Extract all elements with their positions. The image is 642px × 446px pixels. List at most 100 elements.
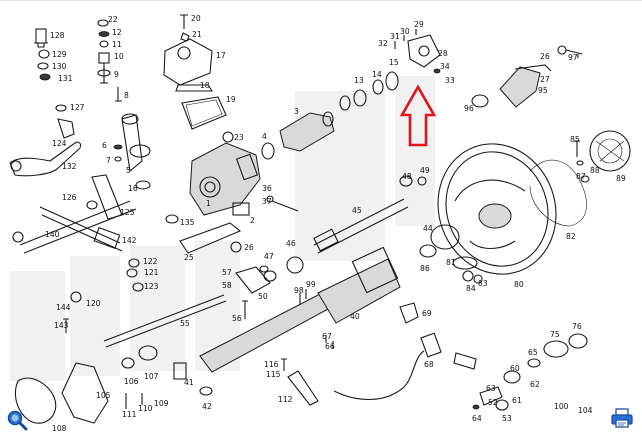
callout-label: 84 xyxy=(466,284,476,293)
callout-label: 57 xyxy=(222,268,232,277)
callout-label: 29 xyxy=(414,20,424,29)
callout-label: 7 xyxy=(106,156,111,165)
callout-label: 22 xyxy=(108,15,118,24)
callout-label: 36 xyxy=(262,184,272,193)
printer-icon[interactable] xyxy=(610,407,633,429)
callout-label: 99 xyxy=(306,280,316,289)
callout-label: 50 xyxy=(258,292,268,301)
parts-drawing xyxy=(9,14,631,424)
callout-label: 56 xyxy=(232,314,242,323)
callout-label: 76 xyxy=(572,322,582,331)
callout-label: 140 xyxy=(45,230,60,239)
callout-label: 97 xyxy=(568,53,578,62)
callout-label: 46 xyxy=(286,239,296,248)
callout-label: 64 xyxy=(472,414,482,423)
callout-label: 16 xyxy=(128,184,138,193)
callout-label: 31 xyxy=(390,32,400,41)
callout-label: 106 xyxy=(124,377,139,386)
callout-label: 23 xyxy=(234,133,244,142)
callout-label: 2 xyxy=(250,216,255,225)
watermark xyxy=(10,76,435,381)
callout-label: 63 xyxy=(486,384,496,393)
callout-label: 122 xyxy=(143,257,158,266)
callout-label: 9 xyxy=(114,70,119,79)
callout-label: 44 xyxy=(423,224,433,233)
callout-label: 100 xyxy=(554,402,569,411)
callout-label: 115 xyxy=(266,370,281,379)
callout-label: 1 xyxy=(206,199,211,208)
callout-label: 107 xyxy=(144,372,159,381)
callout-label: 48 xyxy=(402,172,412,181)
callout-label: 98 xyxy=(294,286,304,295)
callout-label: 65 xyxy=(528,348,538,357)
callout-label: 6 xyxy=(102,141,107,150)
callout-label: 131 xyxy=(58,74,73,83)
callout-label: 10 xyxy=(114,52,124,61)
callout-label: 69 xyxy=(422,309,432,318)
callout-label: 5 xyxy=(126,166,131,175)
callout-label: 26 xyxy=(540,52,550,61)
callout-label: 61 xyxy=(512,396,522,405)
callout-label: 126 xyxy=(62,193,77,202)
callout-label: 20 xyxy=(191,14,201,23)
callout-label: 58 xyxy=(222,281,232,290)
callout-label: 89 xyxy=(616,174,626,183)
magnifier-icon[interactable] xyxy=(6,409,28,431)
callout-label: 105 xyxy=(96,391,111,400)
callout-label: 81 xyxy=(446,258,456,267)
callout-label: 143 xyxy=(54,321,69,330)
callout-label: 55 xyxy=(180,319,190,328)
callout-label: 33 xyxy=(445,76,455,85)
callout-label: 132 xyxy=(62,162,77,171)
callout-label: 109 xyxy=(154,399,169,408)
callout-label: 11 xyxy=(112,40,122,49)
callout-label: 41 xyxy=(184,378,194,387)
callout-label: 112 xyxy=(278,395,293,404)
callout-label: 60 xyxy=(510,364,520,373)
callout-label: 62 xyxy=(530,380,540,389)
callout-label: 4 xyxy=(262,132,267,141)
callout-label: 45 xyxy=(352,206,362,215)
callout-label: 19 xyxy=(226,95,236,104)
callout-label: 67 xyxy=(322,332,332,341)
callout-label: 28 xyxy=(438,49,448,58)
callout-label: 30 xyxy=(400,27,410,36)
callout-label: 82 xyxy=(566,232,576,241)
callout-label: 21 xyxy=(192,30,202,39)
callout-label: 85 xyxy=(570,135,580,144)
callout-label: 75 xyxy=(550,330,560,339)
callout-label: 12 xyxy=(112,28,122,37)
callout-label: 95 xyxy=(538,86,548,95)
callout-label: 142 xyxy=(122,236,137,245)
callout-label: 125 xyxy=(120,208,135,217)
callout-label: 104 xyxy=(578,406,593,415)
callout-label: 130 xyxy=(52,62,67,71)
callout-label: 116 xyxy=(264,360,279,369)
callout-label: 26 xyxy=(244,243,254,252)
callout-label: 88 xyxy=(590,166,600,175)
callout-label: 14 xyxy=(372,70,382,79)
callout-label: 47 xyxy=(264,252,274,261)
callout-label: 96 xyxy=(464,104,474,113)
callout-label: 108 xyxy=(52,424,67,433)
callout-label: 27 xyxy=(540,75,550,84)
callout-label: 18 xyxy=(200,81,210,90)
callout-label: 49 xyxy=(420,166,430,175)
callout-label: 124 xyxy=(52,139,67,148)
callout-label: 123 xyxy=(144,282,159,291)
callout-label: 87 xyxy=(576,172,586,181)
callout-label: 52 xyxy=(488,398,498,407)
callout-label: 86 xyxy=(420,264,430,273)
callout-label: 127 xyxy=(70,103,85,112)
callout-label: 128 xyxy=(50,31,65,40)
callout-label: 120 xyxy=(86,299,101,308)
callout-label: 32 xyxy=(378,39,388,48)
callout-label: 80 xyxy=(514,280,524,289)
callout-label: 110 xyxy=(138,404,153,413)
callout-label: 144 xyxy=(56,303,71,312)
callout-label: 40 xyxy=(350,312,360,321)
highlight-arrow xyxy=(399,84,437,147)
callout-label: 25 xyxy=(184,253,194,262)
